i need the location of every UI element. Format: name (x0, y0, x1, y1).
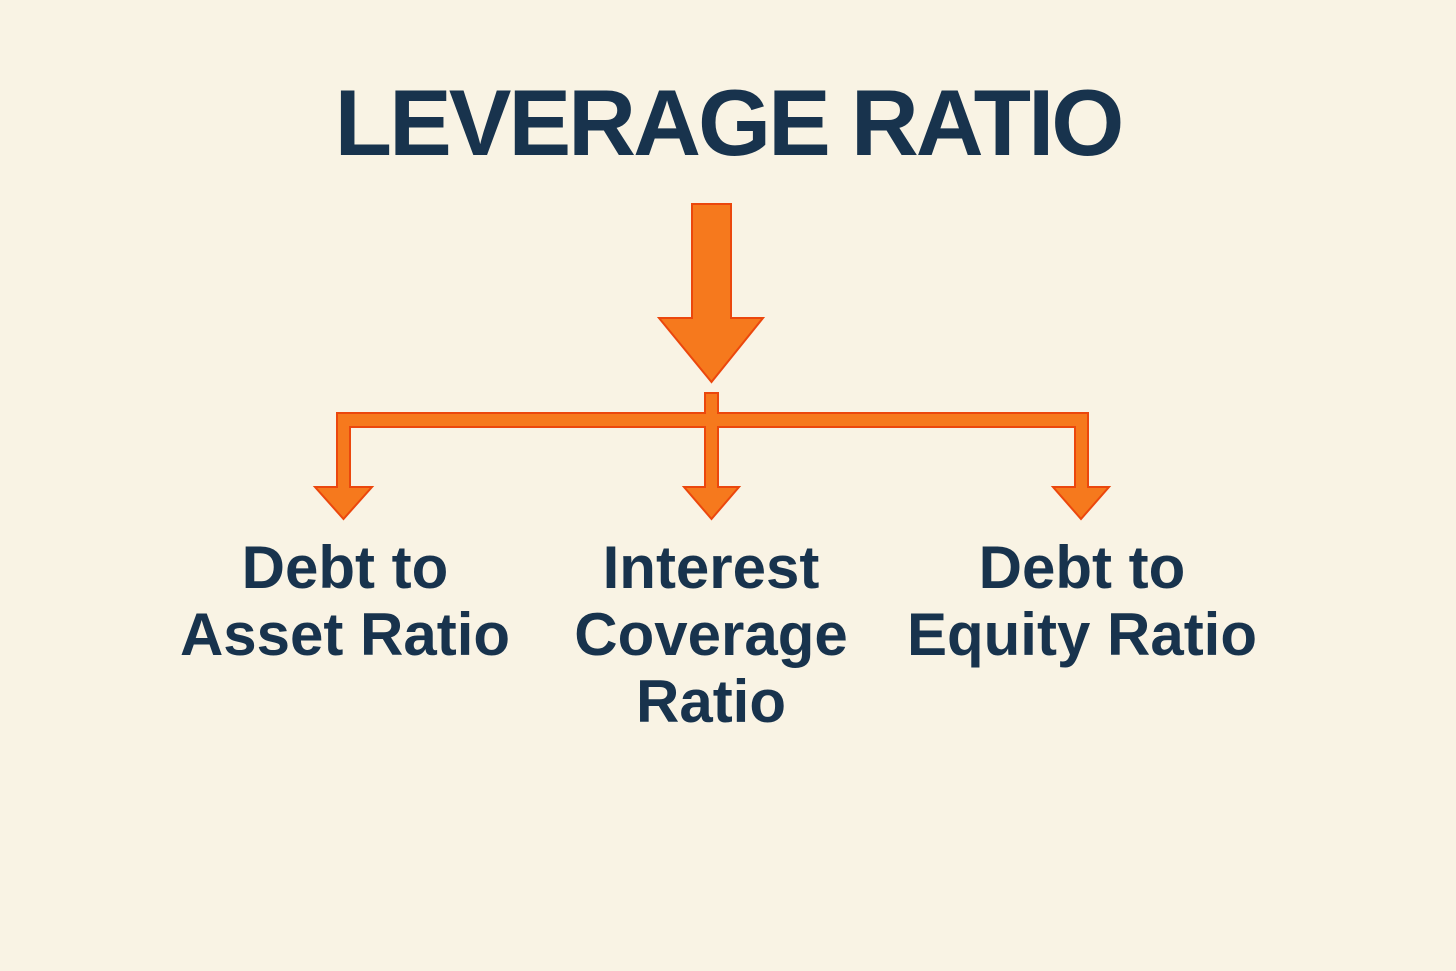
branch-label-debt-to-equity-ratio: Debt to Equity Ratio (832, 534, 1332, 668)
branch-label-interest-coverage-ratio: Interest Coverage Ratio (461, 534, 961, 736)
branch-label-line: Debt to (241, 534, 449, 601)
branch-label-debt-to-asset-ratio: Debt to Asset Ratio (95, 534, 595, 668)
three-way-branch-arrows-icon (312, 392, 1112, 521)
big-down-arrow-icon (656, 203, 766, 384)
page-title: LEVERAGE RATIO (334, 70, 1125, 175)
branch-label-line: Interest (602, 534, 820, 601)
branch-label-line: Debt to (978, 534, 1186, 601)
branch-label-line: Equity Ratio (906, 601, 1257, 669)
branch-label-line: Asset Ratio (179, 601, 511, 669)
branch-label-line: Coverage (574, 601, 848, 669)
branch-label-line: Ratio (636, 668, 786, 736)
